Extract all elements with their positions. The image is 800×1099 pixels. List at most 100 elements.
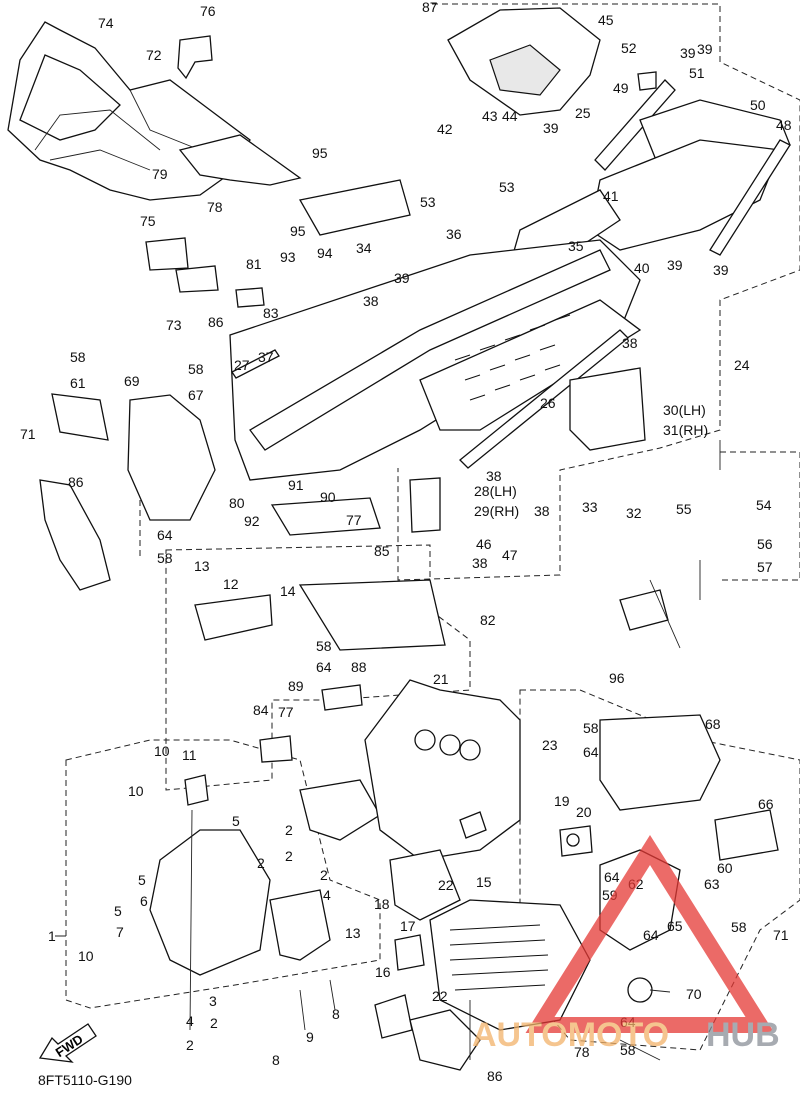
front-bulkhead <box>149 589 779 1071</box>
label-4b: 4 <box>186 1013 194 1029</box>
label-8: 8 <box>272 1052 280 1068</box>
label-39d: 39 <box>394 270 410 286</box>
label-48: 48 <box>776 117 792 133</box>
label-31: 31(RH) <box>663 422 708 438</box>
label-95b: 95 <box>290 223 306 239</box>
label-27: 27 <box>234 357 250 373</box>
label-87: 87 <box>422 0 438 15</box>
label-43: 43 <box>482 108 498 124</box>
label-75: 75 <box>140 213 156 229</box>
label-5: 5 <box>232 813 240 829</box>
label-23: 23 <box>542 737 558 753</box>
label-96: 96 <box>609 670 625 686</box>
label-22: 22 <box>438 877 454 893</box>
label-73: 73 <box>166 317 182 333</box>
label-77b: 77 <box>278 704 294 720</box>
label-78b: 78 <box>574 1044 590 1060</box>
label-65: 65 <box>667 918 683 934</box>
label-25: 25 <box>575 105 591 121</box>
part-labels: 1 2 2 2 2 2 2 3 4 4 5 5 5 6 7 8 8 9 10 1… <box>20 0 792 1084</box>
label-64d: 64 <box>604 869 620 885</box>
label-38d: 38 <box>534 503 550 519</box>
watermark-part2: HUB <box>706 1016 780 1054</box>
label-2f: 2 <box>210 1015 218 1031</box>
label-14: 14 <box>280 583 296 599</box>
label-21: 21 <box>433 671 449 687</box>
label-88: 88 <box>351 659 367 675</box>
label-39c: 39 <box>543 120 559 136</box>
label-81: 81 <box>246 256 262 272</box>
label-36: 36 <box>446 226 462 242</box>
label-22b: 22 <box>432 988 448 1004</box>
label-86b: 86 <box>68 474 84 490</box>
label-77: 77 <box>346 512 362 528</box>
label-94: 94 <box>317 245 333 261</box>
watermark-logo: AUTOMOTO HUB <box>472 834 780 1054</box>
label-29: 29(RH) <box>474 503 519 519</box>
label-38e: 38 <box>472 555 488 571</box>
label-6: 6 <box>140 893 148 909</box>
label-39: 39 <box>680 45 696 61</box>
label-7: 7 <box>116 924 124 940</box>
label-4: 4 <box>323 887 331 903</box>
label-69: 69 <box>124 373 140 389</box>
label-1: 1 <box>48 928 56 944</box>
label-64c: 64 <box>583 744 599 760</box>
label-30: 30(LH) <box>663 402 706 418</box>
diagram-code: 8FT5110-G190 <box>38 1072 132 1088</box>
label-72: 72 <box>146 47 162 63</box>
label-51: 51 <box>689 65 705 81</box>
leader-lines <box>55 440 721 1061</box>
label-17: 17 <box>400 918 416 934</box>
label-9: 9 <box>306 1029 314 1045</box>
label-76: 76 <box>200 3 216 19</box>
rear-panels <box>447 7 791 266</box>
label-18: 18 <box>374 896 390 912</box>
label-3: 3 <box>209 993 217 1009</box>
label-64: 64 <box>157 527 173 543</box>
label-39e: 39 <box>667 257 683 273</box>
label-68: 68 <box>705 716 721 732</box>
label-32: 32 <box>626 505 642 521</box>
label-91: 91 <box>288 477 304 493</box>
label-34: 34 <box>356 240 372 256</box>
label-2d: 2 <box>320 867 328 883</box>
label-50: 50 <box>750 97 766 113</box>
label-13b: 13 <box>345 925 361 941</box>
label-38b: 38 <box>622 335 638 351</box>
label-2b: 2 <box>285 848 293 864</box>
label-39b: 39 <box>697 41 713 57</box>
label-63: 63 <box>704 876 720 892</box>
label-49: 49 <box>613 80 629 96</box>
label-5b: 5 <box>138 872 146 888</box>
label-8b: 8 <box>332 1006 340 1022</box>
label-24: 24 <box>734 357 750 373</box>
label-85: 85 <box>374 543 390 559</box>
label-60: 60 <box>717 860 733 876</box>
label-45: 45 <box>598 12 614 28</box>
label-64e: 64 <box>643 927 659 943</box>
label-92: 92 <box>244 513 260 529</box>
label-41: 41 <box>603 188 619 204</box>
label-90: 90 <box>320 489 336 505</box>
label-46: 46 <box>476 536 492 552</box>
label-58g: 58 <box>620 1042 636 1058</box>
label-70: 70 <box>686 986 702 1002</box>
label-56: 56 <box>757 536 773 552</box>
label-58e: 58 <box>583 720 599 736</box>
label-82: 82 <box>480 612 496 628</box>
label-66: 66 <box>758 796 774 812</box>
label-95: 95 <box>312 145 328 161</box>
label-84: 84 <box>253 702 269 718</box>
label-52: 52 <box>621 40 637 56</box>
label-13: 13 <box>194 558 210 574</box>
label-2e: 2 <box>186 1037 194 1053</box>
label-37: 37 <box>258 349 274 365</box>
label-10: 10 <box>154 743 170 759</box>
label-44: 44 <box>502 108 518 124</box>
label-93: 93 <box>280 249 296 265</box>
label-15: 15 <box>476 874 492 890</box>
label-10b: 10 <box>128 783 144 799</box>
label-58f: 58 <box>731 919 747 935</box>
